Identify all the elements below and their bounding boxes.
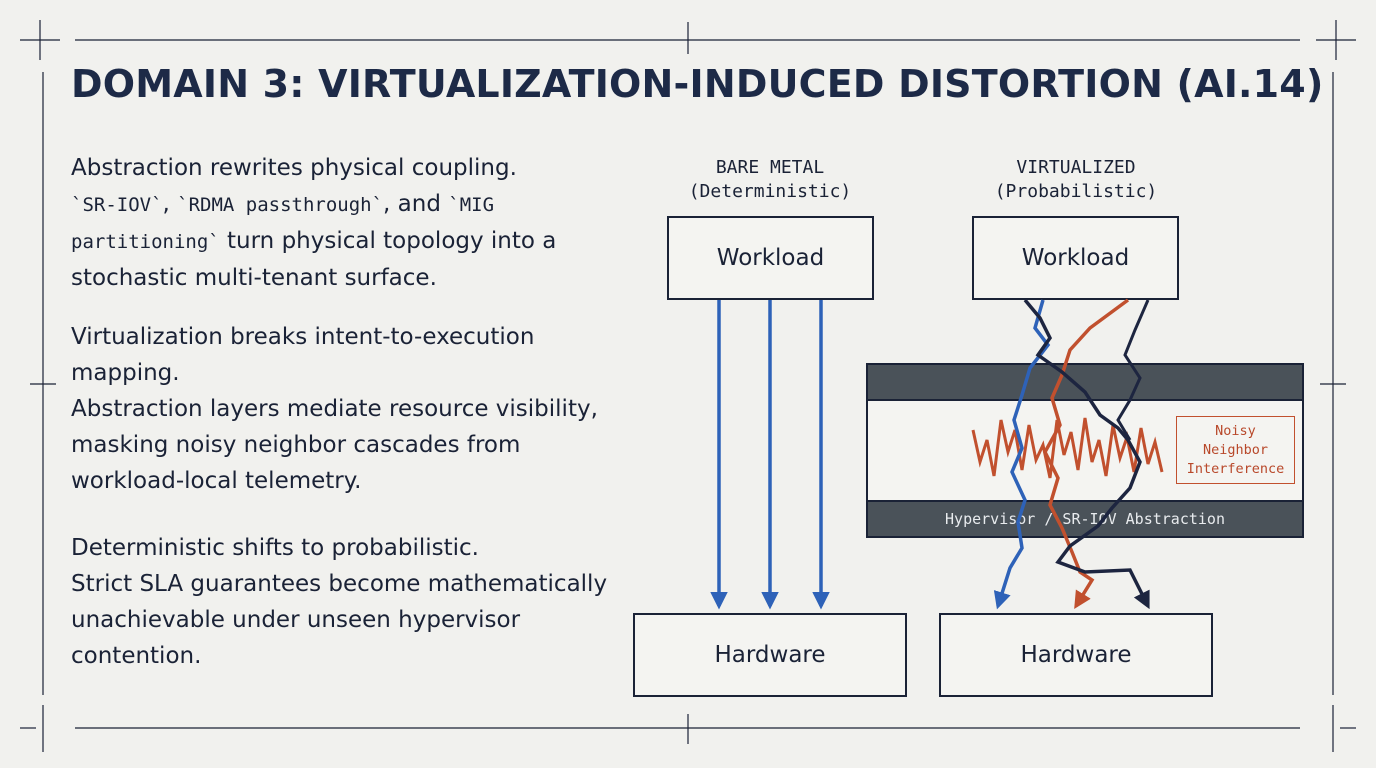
virtualized-label: VIRTUALIZED (Probabilistic) [946,156,1206,204]
noisy-line-2: Neighbor [1202,442,1269,458]
virtualized-title: VIRTUALIZED [1016,157,1136,178]
noisy-neighbor-callout: Noisy Neighbor Interference [1176,416,1295,484]
mapping-heading: Virtualization breaks intent-to-executio… [71,324,535,386]
mapping-paragraph: Virtualization breaks intent-to-executio… [71,319,616,499]
page-title: DOMAIN 3: VIRTUALIZATION-INDUCED DISTORT… [71,62,1324,106]
noisy-line-3: Interference [1186,461,1285,477]
coupling-body: turn physical topology into a stochastic… [71,228,557,291]
coupling-heading: Abstraction rewrites physical coupling. [71,155,517,181]
virtualized-hardware-box: Hardware [939,613,1213,697]
hypervisor-label: Hypervisor / SR-IOV Abstraction [866,500,1304,538]
mapping-body: Abstraction layers mediate resource visi… [71,396,598,494]
bare-metal-title: BARE METAL [715,157,825,178]
noisy-line-1: Noisy [1215,423,1256,439]
probabilistic-body: Strict SLA guarantees become mathematica… [71,571,608,669]
coupling-paragraph: Abstraction rewrites physical coupling. `… [71,150,616,296]
bare-metal-workload-box: Workload [667,216,874,300]
code-sr-iov: `SR-IOV` [71,194,163,216]
virtualized-workload-box: Workload [972,216,1179,300]
separator-2: , and [383,191,449,217]
probabilistic-heading: Deterministic shifts to probabilistic. [71,535,479,561]
probabilistic-paragraph: Deterministic shifts to probabilistic. St… [71,530,616,674]
bare-metal-label: BARE METAL (Deterministic) [640,156,900,204]
separator-1: , [162,191,178,217]
code-mig-partitioning: `MIG partitioning` [71,194,495,253]
code-rdma-passthrough: `RDMA passthrough` [177,194,384,216]
virtualized-subtitle: (Probabilistic) [994,181,1158,202]
hypervisor-top-band [866,363,1304,401]
bare-metal-subtitle: (Deterministic) [688,181,852,202]
bare-metal-hardware-box: Hardware [633,613,907,697]
